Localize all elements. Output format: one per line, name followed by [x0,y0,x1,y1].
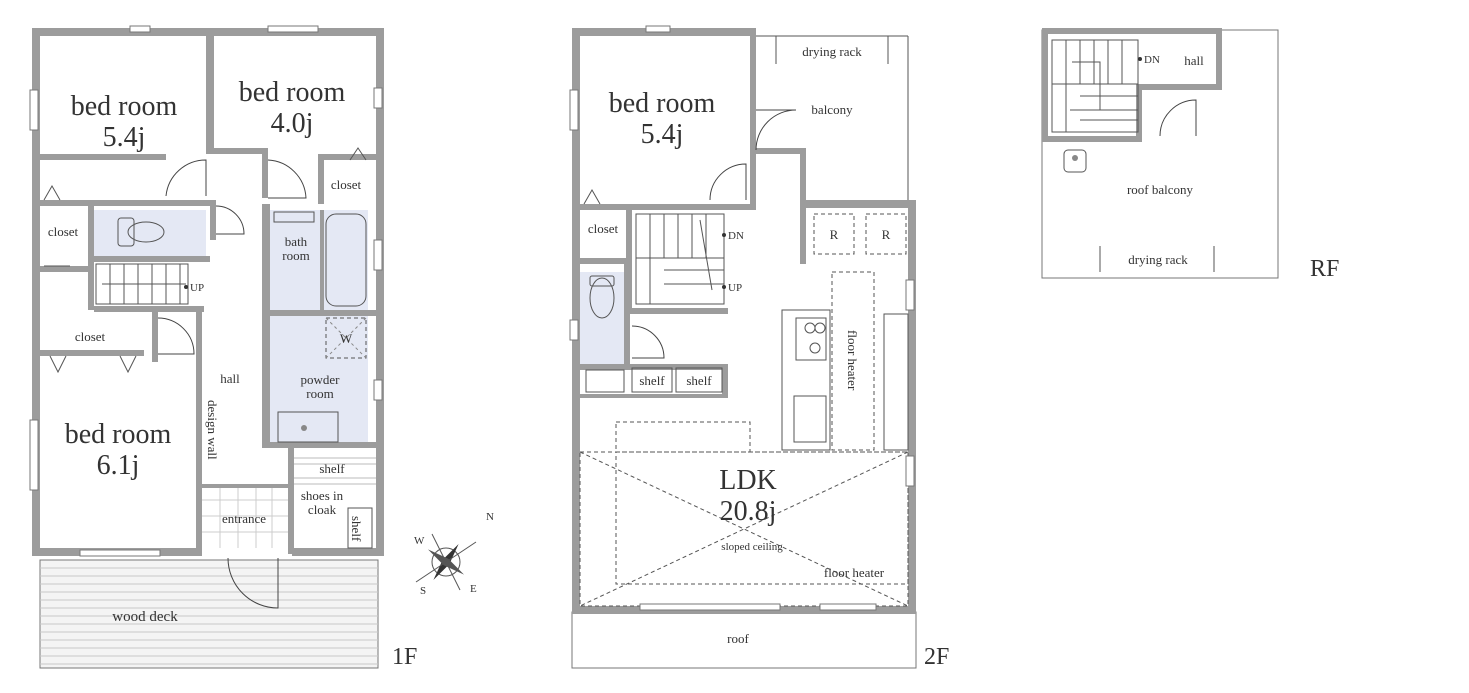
bed-room-2f-name: bed room [609,88,716,119]
compass-east-label: E [470,583,477,595]
first-floor-plan: bed room 5.4j bed room 4.0j bed room 6.1… [29,25,417,670]
washer-label: W [340,331,353,346]
ldk-name: LDK [719,465,777,496]
bed-room-1f-b-name: bed room [239,77,346,108]
roof-floor-plan: DN hall roof balcony drying rack RF [1041,28,1339,282]
drying-rack-rf-label: drying rack [1128,252,1188,267]
floor-heater-horizontal-label: floor heater [824,565,885,580]
refrigerator-r2-label: R [882,227,891,242]
shoes-in-cloak-label-1: shoes in [301,488,344,503]
bed-room-1f-b-size: 4.0j [271,108,314,139]
shelf-2f-b-label: shelf [686,373,712,388]
hall-rf-label: hall [1184,53,1204,68]
bath-room-label-1: bath [285,234,308,249]
roof-balcony-label: roof balcony [1127,182,1194,197]
floor-label-1f: 1F [392,644,417,670]
closet-2f-label: closet [588,221,619,236]
entrance-label: entrance [222,511,266,526]
bed-room-1f-c-size: 6.1j [97,450,140,481]
roof-label: roof [727,631,749,646]
stair-up-2f-label: UP [728,282,742,294]
shoes-in-cloak-label-2: cloak [308,502,337,517]
shelf-1f-a-label: shelf [319,461,345,476]
compass-south-label: S [420,585,426,597]
wood-deck-label: wood deck [112,609,178,625]
ldk-size: 20.8j [720,496,777,527]
stair-down-rf-label: DN [1144,54,1160,66]
sloped-ceiling-label: sloped ceiling [721,541,783,553]
closet-1f-c-label: closet [75,329,106,344]
powder-room-label-2: room [306,386,333,401]
closet-1f-a-label: closet [48,224,79,239]
stair-up-1f-label: UP [190,282,204,294]
second-floor-plan: drying rack balcony bed room 5.4j closet… [569,25,949,670]
stair-down-2f-label: DN [728,230,744,242]
floor-label-rf: RF [1310,256,1339,282]
design-wall-label: design wall [205,400,220,460]
shelf-2f-a-label: shelf [639,373,665,388]
drying-rack-2f-label: drying rack [802,44,862,59]
bed-room-1f-c-name: bed room [65,419,172,450]
refrigerator-r1-label: R [830,227,839,242]
balcony-label: balcony [811,102,853,117]
floor-heater-vertical-label: floor heater [845,330,860,391]
bath-room-label-2: room [282,248,309,263]
powder-room-label-1: powder [301,372,341,387]
bed-room-1f-a-size: 5.4j [103,122,146,153]
compass-west-label: W [414,535,425,547]
compass-rose-icon [415,533,477,591]
floor-label-2f: 2F [924,644,949,670]
compass-north-label: N [486,511,494,523]
bed-room-1f-a-name: bed room [71,91,178,122]
bed-room-2f-size: 5.4j [641,119,684,150]
closet-1f-b-label: closet [331,177,362,192]
shelf-1f-b-label: shelf [349,516,364,542]
hall-1f-label: hall [220,371,240,386]
